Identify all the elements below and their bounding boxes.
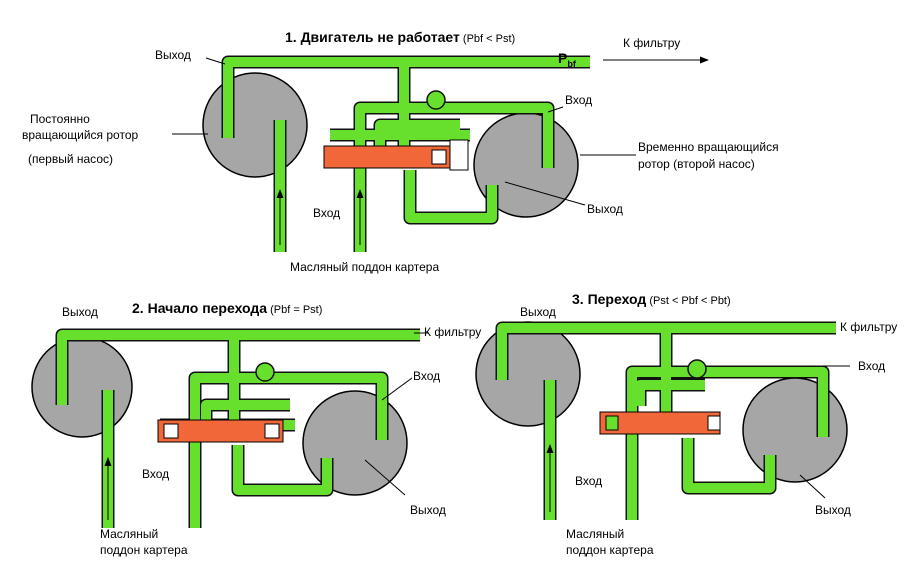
label-inlet-left-1: Вход	[313, 206, 340, 220]
label-rotor2-line2: ротор (второй насос)	[638, 157, 755, 171]
label-rotor1-line1: Постоянно	[30, 112, 90, 126]
rotor-2-diagram-2	[302, 390, 408, 496]
label-rotor2-line1: Временно вращающийся	[638, 140, 779, 154]
label-to-filter-3: К фильтру	[840, 320, 897, 334]
label-to-filter-1: К фильтру	[623, 36, 680, 50]
label-rotor1-line3: (первый насос)	[28, 152, 113, 166]
pressure-valve-1	[323, 145, 451, 169]
diagram-3: 3. Переход (Pst < Pbf < Pbt) Вы	[475, 291, 897, 557]
label-outlet-left-1: Выход	[155, 48, 191, 62]
label-sump-2-line2: поддон картера	[100, 543, 188, 557]
label-rotor1-line2: вращающийся ротор	[22, 128, 139, 142]
diagram-2: 2. Начало перехода (Pbf = Pst)	[31, 300, 481, 557]
rotor-1-diagram-3	[475, 321, 581, 427]
label-pbf: Pbf	[558, 50, 577, 69]
oil-pipes-1	[221, 55, 590, 252]
pressure-valve-2	[157, 419, 284, 443]
diagram-3-title: 3. Переход (Pst < Pbf < Pbt)	[572, 291, 731, 307]
diagram-1: 1. Двигатель не работает (Pbf < Pst)	[22, 29, 779, 274]
label-sump-3-line2: поддон картера	[566, 543, 654, 557]
rotor-2-diagram-3	[742, 377, 848, 483]
diagram-2-title: 2. Начало перехода (Pbf = Pst)	[132, 300, 322, 316]
rotor-1-diagram-2	[31, 336, 133, 438]
label-outlet-right-2: Выход	[410, 503, 446, 517]
label-sump-1: Масляный поддон картера	[290, 260, 439, 274]
label-inlet-right-1: Вход	[565, 93, 592, 107]
label-to-filter-2: К фильтру	[424, 325, 481, 339]
label-sump-3-line1: Масляный	[566, 527, 624, 541]
label-outlet-left-2: Выход	[62, 305, 98, 319]
label-outlet-left-3: Выход	[520, 305, 556, 319]
label-inlet-left-3: Вход	[575, 474, 602, 488]
label-inlet-right-3: Вход	[858, 359, 885, 373]
label-inlet-right-2: Вход	[413, 369, 440, 383]
label-sump-2-line1: Масляный	[100, 527, 158, 541]
label-outlet-right-3: Выход	[815, 503, 851, 517]
label-inlet-left-2: Вход	[142, 467, 169, 481]
rotor-1-first-pump	[202, 72, 308, 178]
diagram-1-title: 1. Двигатель не работает (Pbf < Pst)	[285, 29, 515, 45]
label-outlet-right-1: Выход	[587, 202, 623, 216]
